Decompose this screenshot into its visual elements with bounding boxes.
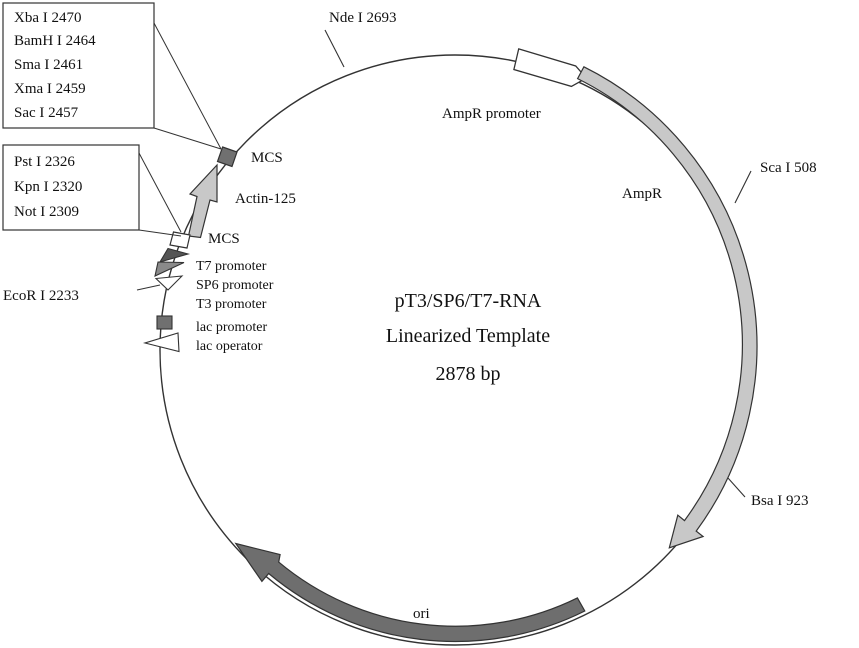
ampr-promoter-arrow [513,48,588,88]
sca-site-line [734,170,752,204]
feature-mcs-upper: MCS [251,150,283,166]
site-sac: Sac I 2457 [14,105,79,121]
feature-t7: T7 promoter [196,259,267,274]
feature-lac-promoter: lac promoter [196,320,267,335]
site-nde: Nde I 2693 [329,10,397,26]
t3-promoter-arrow [154,275,184,291]
feature-ori: ori [413,606,430,622]
feature-mcs-lower: MCS [208,231,240,247]
t7-promoter-arrow [158,247,191,263]
site-bamh: BamH I 2464 [14,33,96,49]
lower-box-leader-a [138,152,182,233]
plasmid-size: 2878 bp [436,363,501,385]
nde-site-line [324,29,345,68]
feature-sp6: SP6 promoter [196,278,274,293]
site-sma: Sma I 2461 [14,57,83,73]
feature-ampr-promoter: AmpR promoter [442,106,541,122]
feature-lac-operator: lac operator [196,339,263,354]
upper-sites-box [2,2,155,129]
lower-sites-box [2,144,140,231]
lac-promoter-block [156,315,173,330]
feature-t3: T3 promoter [196,297,267,312]
site-ecor: EcoR I 2233 [3,288,79,304]
mcs-lower-block [169,231,191,249]
site-pst: Pst I 2326 [14,154,75,170]
site-kpn: Kpn I 2320 [14,179,82,195]
ori-arrow [234,542,586,643]
plasmid-name-line2: Linearized Template [386,325,550,347]
mcs-upper-block [216,146,238,168]
feature-actin: Actin-125 [235,191,296,207]
upper-box-leader-a [153,22,222,150]
ampr-arrow [576,66,758,549]
site-sca: Sca I 508 [760,160,817,176]
sp6-promoter-arrow [154,261,185,277]
site-xba: Xba I 2470 [14,10,82,26]
ecor-site-line [136,284,161,291]
plasmid-name-line1: pT3/SP6/T7-RNA [395,290,542,312]
feature-ampr: AmpR [622,186,662,202]
lac-operator-arrow [142,332,180,353]
actin-arrow [187,163,218,239]
upper-box-leader-b [153,127,222,150]
site-not: Not I 2309 [14,204,79,220]
site-xma: Xma I 2459 [14,81,86,97]
site-bsa: Bsa I 923 [751,493,809,509]
bsa-site-line [727,477,746,498]
lower-box-leader-b [138,229,182,237]
